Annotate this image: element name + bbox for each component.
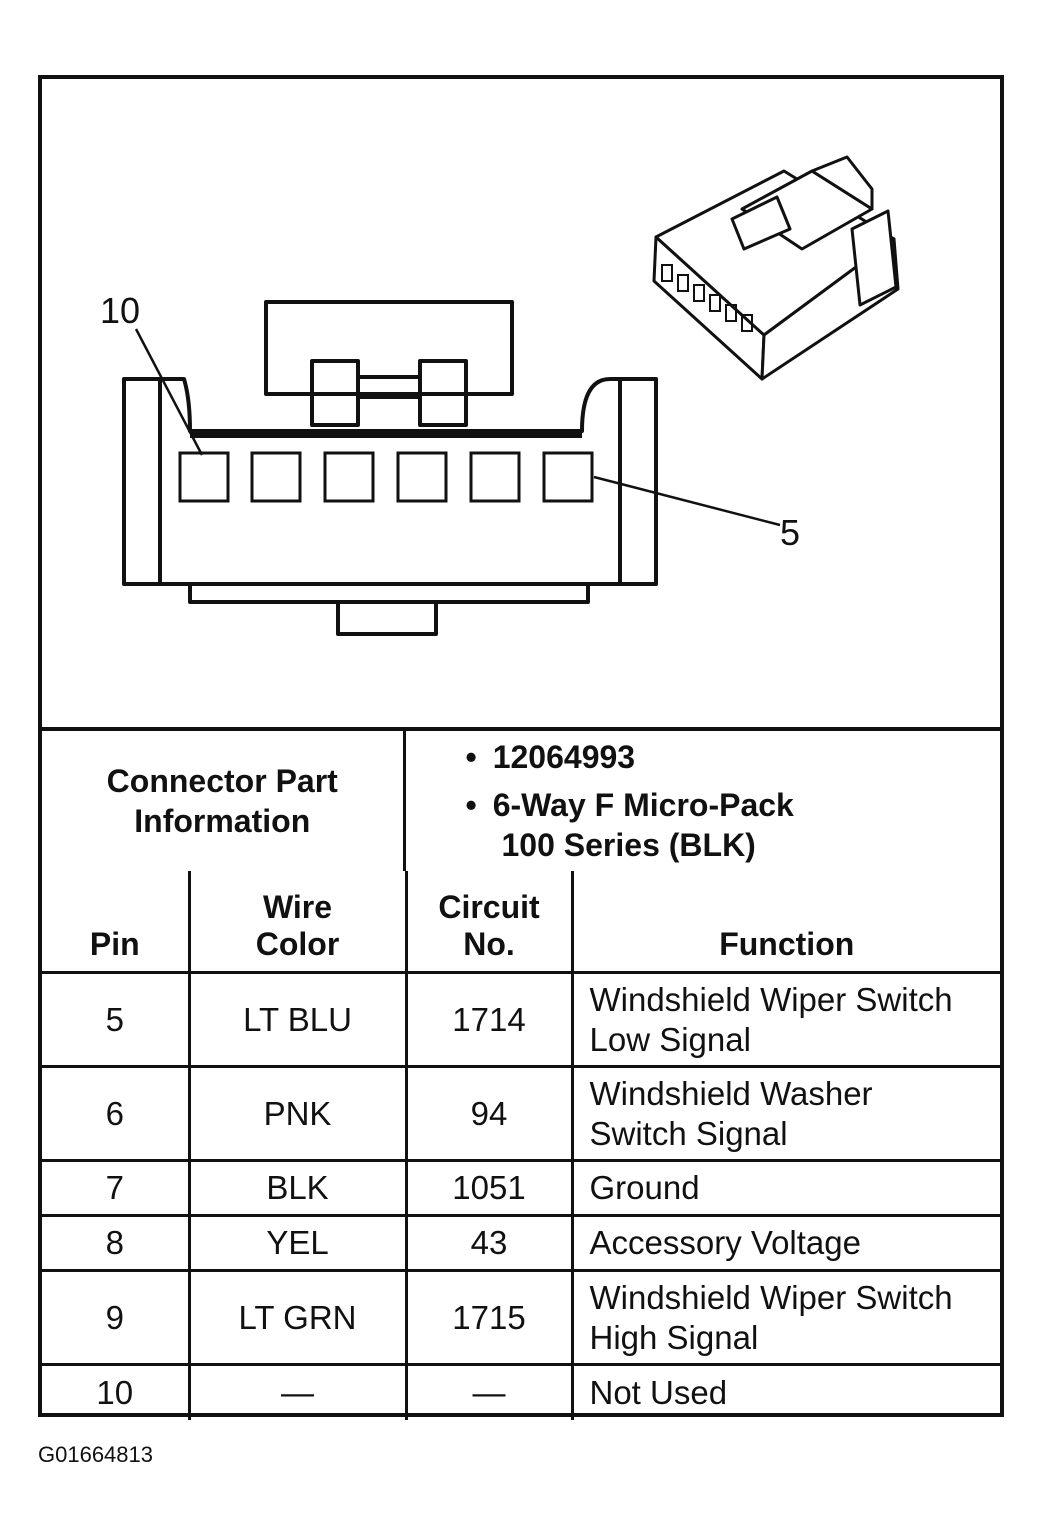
connector-isometric-view [652, 155, 900, 381]
function-cell: Accessory Voltage [570, 1214, 1000, 1272]
table-row: 7 BLK 1051 Ground [42, 1159, 1000, 1217]
bullet-icon: • [465, 739, 477, 775]
figure-code: G01664813 [38, 1442, 153, 1467]
pin-label-5: 5 [780, 512, 800, 553]
cavity-6 [469, 451, 521, 503]
connector-info-table: Connector Part Information • 12064993 • 6-… [42, 731, 1000, 871]
circuit-cell: 1714 [404, 971, 574, 1068]
header-pin: Pin [42, 871, 191, 974]
part-number: 12064993 [492, 739, 636, 775]
connector-info-label: Connector Part Information [106, 763, 338, 839]
isometric-cavities [661, 264, 753, 332]
circuit-cell: 43 [404, 1214, 574, 1272]
pin-cell: 9 [42, 1269, 191, 1366]
wire-color-cell: LT GRN [187, 1269, 408, 1366]
connector-info-value-cell: • 12064993 • 6-Way F Micro-Pack 100 Series… [402, 731, 1001, 871]
wire-color-cell: YEL [187, 1214, 408, 1272]
connector-info-label-cell: Connector Part Information [42, 731, 406, 871]
wire-color-cell: PNK [187, 1065, 408, 1162]
bullet-icon: • [465, 787, 477, 823]
description-line: • 6-Way F Micro-Pack [466, 785, 1001, 825]
diagram-frame: 10 5 Conne [38, 75, 1004, 1420]
pin-cavities [178, 451, 594, 503]
pin-cell: 5 [42, 971, 191, 1068]
cavity-8 [323, 451, 375, 503]
pin-cell: 7 [42, 1159, 191, 1217]
cavity-5 [542, 451, 594, 503]
connector-description-2: 100 Series (BLK) [501, 827, 756, 863]
cavity-10 [178, 451, 230, 503]
cavity-7 [396, 451, 448, 503]
circuit-cell: — [404, 1363, 574, 1420]
connector-description-1: 6-Way F Micro-Pack [492, 787, 794, 823]
function-cell: Not Used [570, 1363, 1000, 1420]
wire-color-cell: LT BLU [187, 971, 408, 1068]
connector-table-area: Connector Part Information • 12064993 • 6-… [42, 727, 1000, 1420]
pin-cell: 8 [42, 1214, 191, 1272]
table-row: 8 YEL 43 Accessory Voltage [42, 1214, 1000, 1272]
wire-color-cell: BLK [187, 1159, 408, 1217]
cavity-9 [250, 451, 302, 503]
circuit-cell: 1051 [404, 1159, 574, 1217]
circuit-cell: 1715 [404, 1269, 574, 1366]
pin-cell: 6 [42, 1065, 191, 1162]
leader-lines [134, 328, 781, 527]
table-row: 10 — — Not Used [42, 1363, 1000, 1420]
connector-drawing: 10 5 [100, 155, 900, 636]
function-cell: Ground [570, 1159, 1000, 1217]
circuit-cell: 94 [404, 1065, 574, 1162]
header-function: Function [570, 871, 1000, 974]
part-number-line: • 12064993 [466, 737, 1001, 777]
pin-label-10: 10 [100, 290, 140, 331]
wire-color-cell: — [187, 1363, 408, 1420]
connector-face [122, 300, 658, 636]
pin-cell: 10 [42, 1363, 191, 1420]
